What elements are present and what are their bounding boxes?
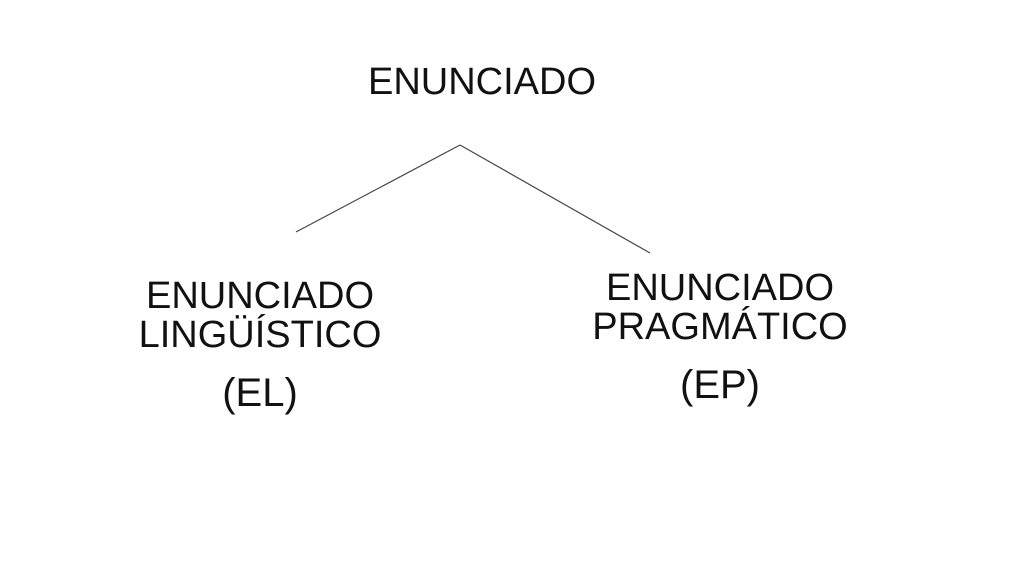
linguistic-node-abbreviation: (EL) — [222, 371, 298, 416]
root-node: ENUNCIADO — [312, 61, 652, 103]
linguistic-node-line-2: LINGÜÍSTICO — [138, 314, 382, 357]
edge-root-to-pragmatic — [459, 144, 651, 254]
pragmatic-node-line-2: PRAGMÁTICO — [592, 306, 848, 349]
pragmatic-node-line-1: ENUNCIADO — [605, 267, 835, 309]
linguistic-node-line-1: ENUNCIADO — [145, 275, 375, 317]
root-node-label: ENUNCIADO — [367, 61, 597, 103]
pragmatic-statement-node: ENUNCIADO PRAGMÁTICO (EP) — [565, 267, 875, 408]
linguistic-statement-node: ENUNCIADO LINGÜÍSTICO (EL) — [105, 275, 415, 416]
edge-root-to-linguistic — [295, 144, 461, 233]
pragmatic-node-abbreviation: (EP) — [680, 363, 760, 408]
